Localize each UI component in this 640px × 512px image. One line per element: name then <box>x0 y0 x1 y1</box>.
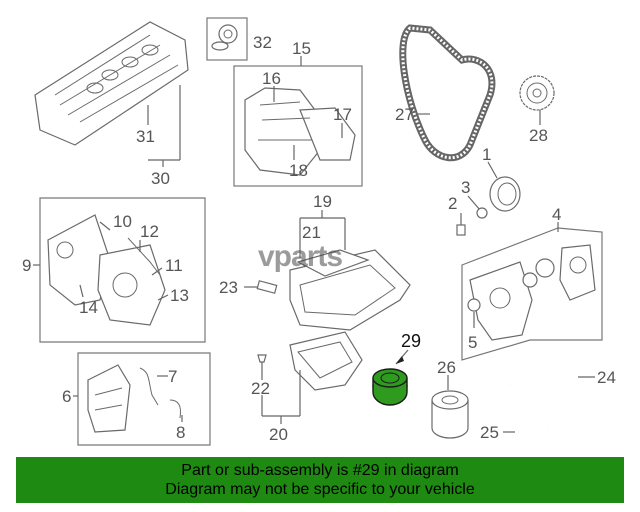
callout-29: 29 <box>401 331 421 351</box>
oil-seal <box>489 176 521 212</box>
oil-filter <box>431 390 469 439</box>
banner-line-1: Part or sub-assembly is #29 in diagram <box>181 462 459 479</box>
callout-5: 5 <box>468 333 477 352</box>
part-29-highlight[interactable] <box>372 368 408 406</box>
callout-16: 16 <box>262 69 281 88</box>
timing-cover-lower <box>87 364 131 433</box>
callout-18: 18 <box>289 161 308 180</box>
info-banner: Part or sub-assembly is #29 in diagram D… <box>16 457 624 503</box>
parts-diagram: 1 2 3 4 5 6 7 8 9 10 11 12 13 14 15 16 1… <box>22 17 616 446</box>
callout-1: 1 <box>482 145 491 164</box>
callout-23: 23 <box>219 278 238 297</box>
callout-12: 12 <box>140 222 159 241</box>
callout-17: 17 <box>333 105 352 124</box>
callout-25: 25 <box>480 423 499 442</box>
callout-9: 9 <box>22 256 31 275</box>
callout-11: 11 <box>165 256 183 275</box>
callout-3: 3 <box>461 178 470 197</box>
callout-13: 13 <box>170 286 189 305</box>
oil-pump <box>469 244 596 341</box>
callout-22: 22 <box>251 379 270 398</box>
vparts-watermark-logo: vparts <box>258 240 343 273</box>
callout-4: 4 <box>552 205 561 224</box>
banner-line-2: Diagram may not be specific to your vehi… <box>165 481 475 498</box>
callout-7: 7 <box>168 367 177 386</box>
callout-21: 21 <box>302 223 321 242</box>
callout-8: 8 <box>176 423 185 442</box>
callout-24: 24 <box>597 368 616 387</box>
callout-14: 14 <box>79 298 98 317</box>
valve-cover <box>34 21 189 146</box>
callout-27: 27 <box>395 105 414 124</box>
oil-pan-lower <box>289 331 363 391</box>
front-cover <box>47 214 166 326</box>
timing-cover <box>244 87 356 176</box>
callout-31: 31 <box>136 127 155 146</box>
callout-10: 10 <box>113 212 132 231</box>
callout-20: 20 <box>269 425 288 444</box>
callout-6: 6 <box>62 387 71 406</box>
callout-2: 2 <box>448 194 457 213</box>
callout-19: 19 <box>313 192 332 211</box>
oil-pan-upper <box>289 249 411 331</box>
callout-28: 28 <box>529 126 548 145</box>
callout-30: 30 <box>151 169 170 188</box>
callout-26: 26 <box>437 358 456 377</box>
oil-filler-cap <box>211 24 238 51</box>
timing-belt <box>399 24 496 162</box>
callout-32: 32 <box>253 33 272 52</box>
callout-15: 15 <box>292 39 311 58</box>
sprocket <box>519 75 555 111</box>
